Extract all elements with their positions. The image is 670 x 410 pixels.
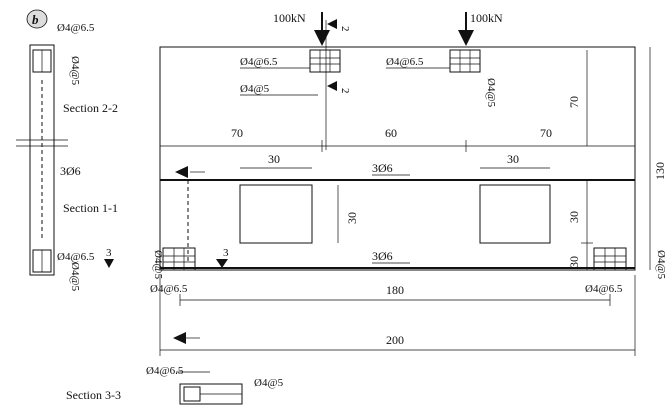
section-3-mark-left: 3	[106, 247, 112, 259]
bottom-stirrup-block-right	[593, 247, 627, 271]
load-right-label: 100kN	[470, 11, 503, 25]
dim-span-left: 70	[231, 126, 243, 140]
load-left-label: 100kN	[273, 11, 306, 25]
bottom-stirrup-vert-label-right: Ø4@5	[655, 250, 667, 280]
bottom-stirrup-label-right: Ø4@6.5	[585, 283, 623, 295]
side-stirrup-top-label: Ø4@6.5	[57, 22, 95, 34]
section-3-marker-left	[104, 259, 114, 268]
dim-opening-right-width: 30	[507, 152, 519, 166]
dim-span-mid: 60	[385, 126, 397, 140]
opening-left	[239, 184, 313, 244]
section-3-3-drawing	[176, 371, 243, 405]
side-main-bar-label: 3Ø6	[60, 164, 81, 178]
beam-outline	[159, 46, 636, 271]
top-main-bar-label: 3Ø6	[372, 161, 393, 175]
bottom-stirrup-block-left	[162, 247, 196, 271]
section-3-3-stirrup-label-2: Ø4@5	[254, 377, 284, 389]
side-stirrup-bottom-vert-label: Ø4@5	[69, 262, 81, 292]
panel-label: b	[26, 9, 48, 29]
section-3-3-stirrup-label-1: Ø4@6.5	[146, 365, 184, 377]
bottom-stirrup-vert-label-left: Ø4@5	[152, 250, 164, 280]
top-stirrup-vert-label-right: Ø4@5	[485, 78, 497, 108]
top-stirrup-blocks	[309, 49, 481, 73]
top-stirrup-label-left-2: Ø4@5	[240, 83, 270, 95]
dim-opening-left-width: 30	[268, 152, 280, 166]
total-length-dimension	[159, 275, 636, 356]
panel-label-text: b	[32, 12, 39, 27]
dim-opening-height: 30	[345, 212, 359, 224]
dim-total-length: 200	[386, 333, 404, 347]
opening-right	[479, 184, 551, 244]
section-1-1-label: Section 1-1	[63, 201, 118, 215]
side-section-strip	[16, 44, 68, 276]
side-stirrup-top-vert-label: Ø4@5	[69, 56, 81, 86]
dim-total-height: 130	[653, 162, 667, 180]
section-2-2-label: Section 2-2	[63, 101, 118, 115]
dim-span-right: 70	[540, 126, 552, 140]
section-3-3-label: Section 3-3	[66, 388, 121, 402]
bottom-stirrup-label-left: Ø4@6.5	[150, 283, 188, 295]
side-stirrup-bottom-label: Ø4@6.5	[57, 251, 95, 263]
section-2-cut-line	[325, 19, 337, 150]
inner-length-dimension	[179, 294, 611, 306]
dim-right-opening-height: 30	[567, 211, 581, 223]
dim-bottom-chord: 30	[567, 256, 581, 268]
dim-top-chord: 70	[567, 96, 581, 108]
section-3-marker-right	[216, 259, 228, 268]
section-2-mark-bottom: 2	[339, 88, 351, 94]
span-dimension-line	[160, 140, 635, 152]
top-stirrup-label-right: Ø4@6.5	[386, 56, 424, 68]
top-stirrup-label-left: Ø4@6.5	[240, 56, 278, 68]
bottom-main-bar-label: 3Ø6	[372, 249, 393, 263]
section-2-mark-top: 2	[339, 26, 351, 32]
section-3-mark-right: 3	[223, 247, 229, 259]
section-1-arrow	[175, 166, 205, 262]
dim-inner-length: 180	[386, 283, 404, 297]
